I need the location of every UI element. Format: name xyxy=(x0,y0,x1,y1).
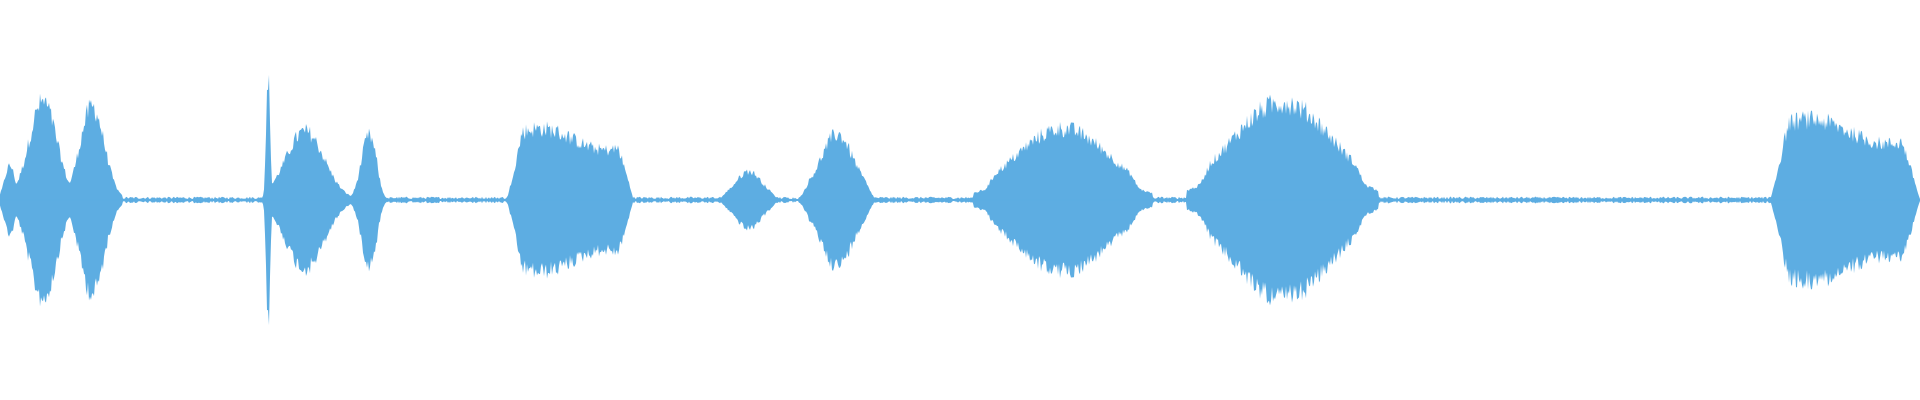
waveform-svg xyxy=(0,74,1920,326)
